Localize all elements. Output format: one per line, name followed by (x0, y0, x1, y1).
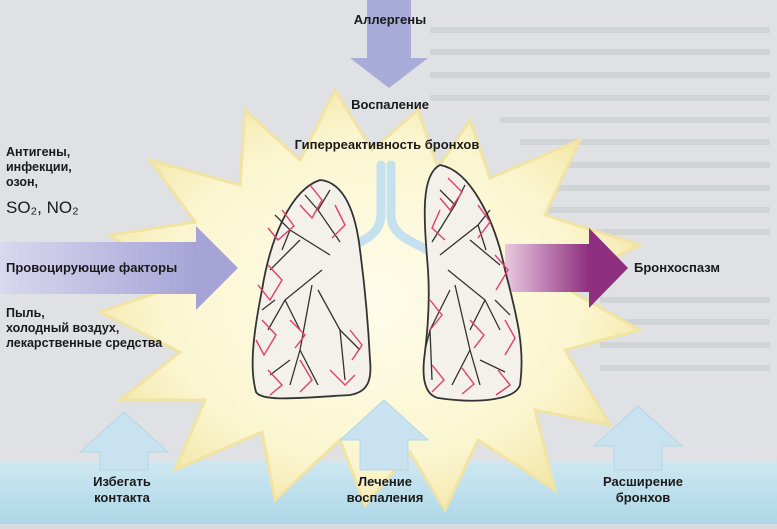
hyperreactivity-label: Гиперреактивность бронхов (282, 137, 492, 153)
treat-inflammation-label: Лечение воспаления (330, 474, 440, 505)
antigens-line-3: озон, (6, 175, 126, 190)
dilate-bronchi-label: Расширение бронхов (588, 474, 698, 505)
treat-line-1: Лечение (330, 474, 440, 490)
avoid-contact-label: Избегать контакта (72, 474, 172, 505)
avoid-line-2: контакта (72, 490, 172, 506)
allergens-label: Аллергены (340, 12, 440, 28)
antigens-line-1: Антигены, (6, 145, 126, 160)
gases-label: SO₂, NO₂ (6, 198, 79, 218)
treat-line-2: воспаления (330, 490, 440, 506)
dust-label: Пыль, холодный воздух, лекарственные сре… (6, 306, 186, 351)
dilate-line-1: Расширение (588, 474, 698, 490)
avoid-line-1: Избегать (72, 474, 172, 490)
dilate-line-2: бронхов (588, 490, 698, 506)
dust-line-3: лекарственные средства (6, 336, 186, 351)
bronchospasm-label: Бронхоспазм (634, 260, 734, 276)
dust-line-1: Пыль, (6, 306, 186, 321)
antigens-label: Антигены, инфекции, озон, (6, 145, 126, 190)
inflammation-label: Воспаление (335, 97, 445, 113)
dust-line-2: холодный воздух, (6, 321, 186, 336)
provoking-factors-label: Провоцирующие факторы (6, 260, 206, 276)
antigens-line-2: инфекции, (6, 160, 126, 175)
